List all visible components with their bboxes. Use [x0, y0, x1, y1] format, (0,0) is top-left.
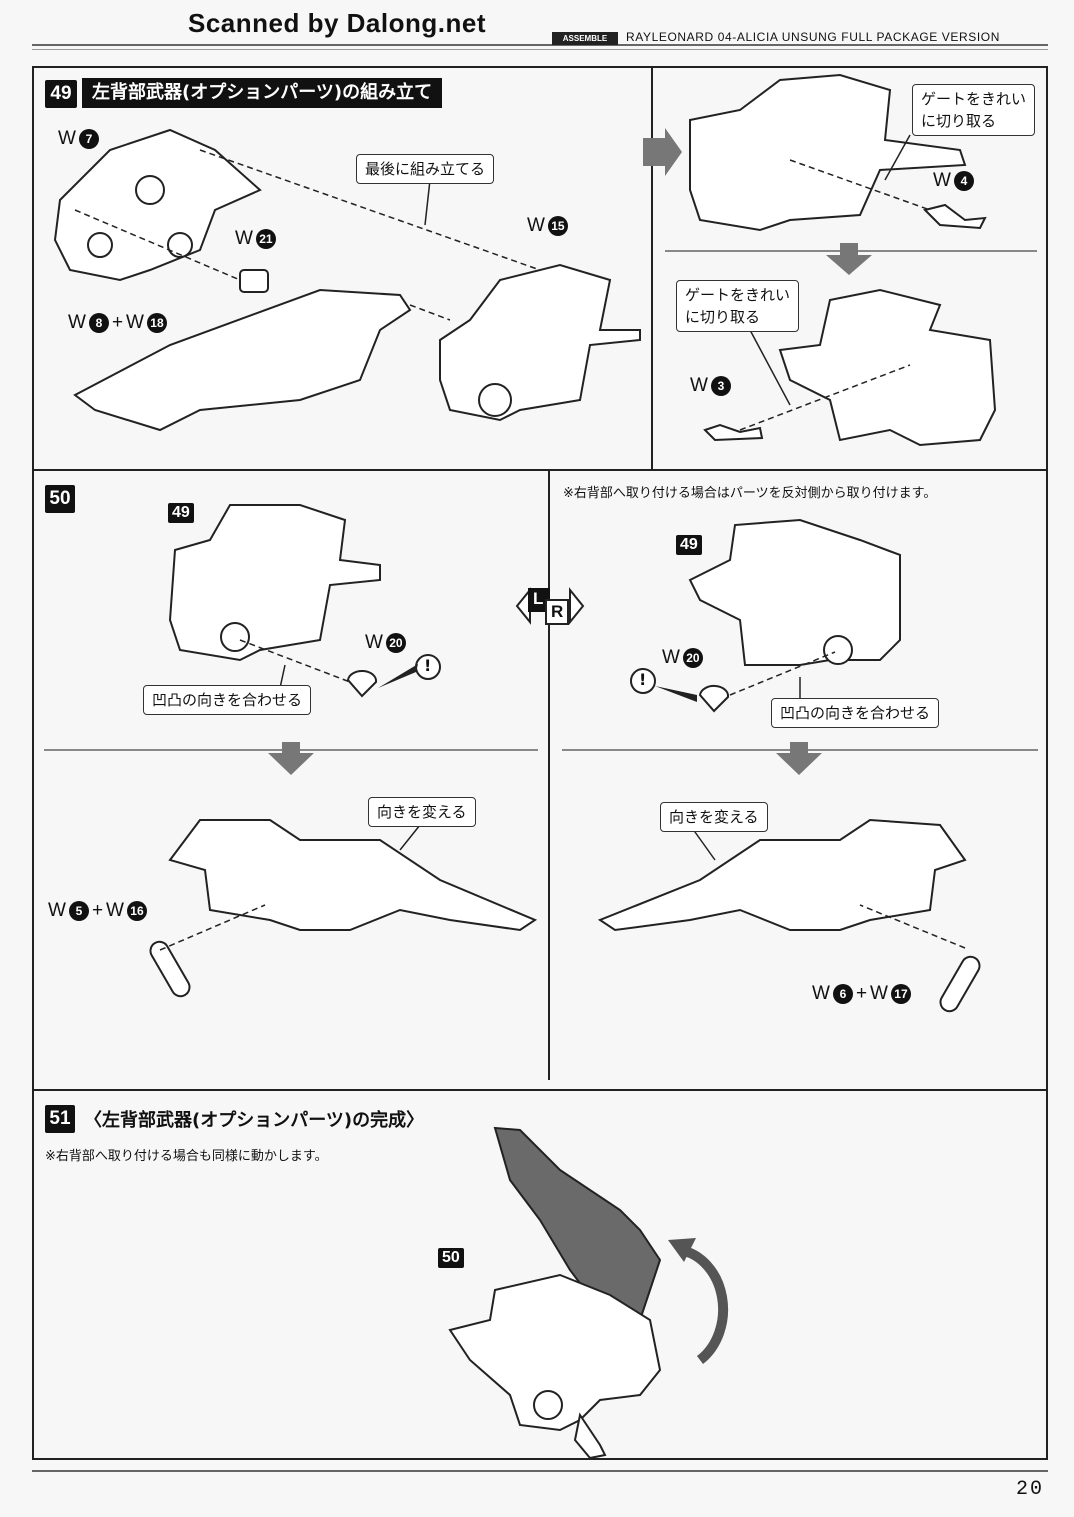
assemble-badge: ASSEMBLE	[552, 32, 618, 45]
rotation-arrow-icon	[678, 1245, 729, 1364]
w-letter: W	[126, 312, 144, 333]
ref-step-49-left: 49	[168, 503, 194, 523]
callout-turn-left: 向きを変える	[368, 797, 476, 827]
callout-align-left: 凹凸の向きを合わせる	[143, 685, 312, 715]
part-number-badge: 6	[832, 984, 853, 1004]
part-number-badge: 17	[890, 984, 911, 1004]
completed-weapon-drawing	[448, 1273, 662, 1432]
w-letter: W	[933, 170, 951, 191]
step-51-note: ※右背部へ取り付ける場合も同様に動かします。	[45, 1149, 328, 1164]
step50-right-top-drawing	[688, 518, 901, 666]
callout-cut-gate-2: ゲートをきれい に切り取る	[676, 280, 800, 332]
warning-icon-right	[630, 668, 656, 694]
lr-symbol-l: L	[533, 589, 544, 608]
part-number-badge: 3	[710, 376, 731, 396]
w-letter: W	[58, 128, 76, 149]
arrow-down-step49	[826, 243, 872, 275]
arrow-down-step50-left	[268, 742, 314, 775]
part-number-badge: 7	[78, 129, 99, 149]
raised-blade-drawing	[493, 1126, 662, 1332]
part-number-badge: 16	[126, 901, 147, 921]
warning-mark-left: !	[424, 656, 432, 675]
callout-cut-gate-1: ゲートをきれい に切り取る	[912, 84, 1036, 136]
step-49-title: 左背部武器(オプションパーツ)の組み立て	[82, 78, 443, 108]
header-title: RAYLEONARD 04-ALICIA UNSUNG FULL PACKAGE…	[626, 30, 1001, 44]
part-number-badge: 20	[385, 633, 406, 653]
part-w15-drawing	[439, 263, 641, 422]
step50-left-bottom-drawing	[168, 819, 538, 932]
callout-assemble-last: 最後に組み立てる	[356, 154, 495, 184]
part-number-badge: 20	[682, 648, 703, 668]
step-50-note: ※右背部へ取り付ける場合はパーツを反対側から取り付けます。	[563, 486, 937, 501]
part-w5-w16-drawing	[149, 940, 191, 998]
watermark: Scanned by Dalong.net	[188, 8, 486, 38]
part-number-badge: 21	[255, 229, 276, 249]
w-letter: W	[690, 375, 708, 396]
w-letter: W	[812, 983, 830, 1004]
arrow-down-step50-right	[776, 742, 822, 775]
part-number-badge: 15	[547, 216, 568, 236]
w-letter: W	[235, 228, 253, 249]
w-letter: W	[870, 983, 888, 1004]
w-letter: W	[106, 900, 124, 921]
plus-sign: +	[91, 900, 104, 921]
divider-step50-vertical	[548, 470, 550, 1080]
w-letter: W	[527, 215, 545, 236]
part-number-badge: 8	[88, 313, 109, 333]
part-w20-right-drawing	[698, 684, 730, 713]
part-w20-left-drawing	[346, 669, 378, 698]
part-number-badge: 5	[68, 901, 89, 921]
step50-right-bottom-drawing	[597, 818, 967, 932]
divider-step49-vertical	[651, 66, 653, 470]
arrow-right-step49	[643, 128, 682, 176]
divider-step49-50	[32, 469, 1048, 471]
part-w6-w17-drawing	[939, 955, 981, 1013]
part-w21-drawing	[239, 269, 269, 293]
w-letter: W	[662, 647, 680, 668]
ref-step-49-right: 49	[676, 535, 702, 555]
page-number: 20	[1015, 1478, 1044, 1501]
part-number-badge: 4	[953, 171, 974, 191]
callout-turn-right: 向きを変える	[660, 802, 768, 832]
step-51-title: 〈左背部武器(オプションパーツ)の完成〉	[84, 1110, 425, 1131]
step-50-number: 50	[45, 485, 75, 513]
footer-rule	[32, 1470, 1048, 1472]
w-letter: W	[68, 312, 86, 333]
header-rule	[32, 44, 1048, 46]
w-letter: W	[365, 632, 383, 653]
header-rule-thin	[32, 49, 1048, 50]
part-w3-drawing	[703, 423, 764, 442]
step49-result-top-drawing	[689, 73, 967, 232]
part-number-badge: 18	[146, 313, 167, 333]
part-w4-drawing	[923, 203, 987, 230]
divider-step50-51	[32, 1089, 1048, 1091]
step49-result-bottom-drawing	[778, 288, 997, 447]
instruction-frame	[32, 66, 1048, 1460]
plus-sign: +	[855, 983, 868, 1004]
part-w8-w18-drawing	[73, 288, 412, 432]
step50-left-top-drawing	[168, 504, 381, 662]
warning-mark-right: !	[639, 670, 647, 689]
step-51-number: 51	[45, 1105, 75, 1133]
lr-symbol-r: R	[551, 602, 564, 621]
callout-align-right: 凹凸の向きを合わせる	[771, 698, 940, 728]
plus-sign: +	[111, 312, 124, 333]
step-49-number: 49	[45, 80, 77, 108]
w-letter: W	[48, 900, 66, 921]
ref-step-50: 50	[438, 1248, 464, 1268]
